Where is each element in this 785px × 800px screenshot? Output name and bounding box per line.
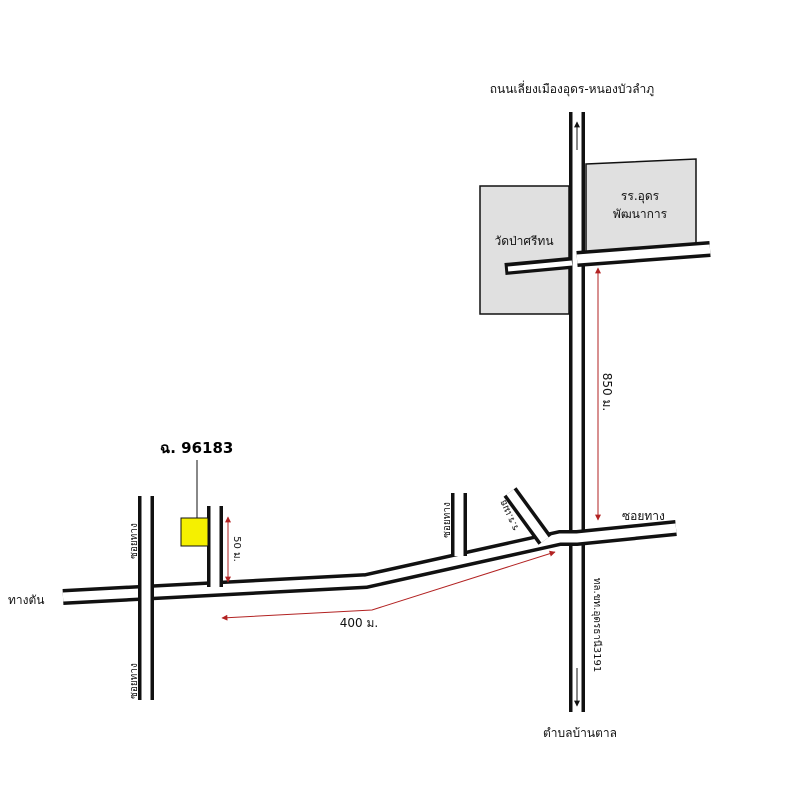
soi-left-top-label: ซอยทาง [129, 523, 140, 559]
dim-400-label: 400 ม. [340, 616, 378, 630]
bottom-road-label: ตำบลบ้านตาล [543, 726, 617, 740]
temple-label: วัดป่าศรีทน [494, 234, 553, 248]
school-label-line1: รร.อุดร [621, 189, 660, 204]
plot-id-label: ฉ. 96183 [160, 439, 233, 457]
temple-building [479, 185, 570, 315]
dim-850-label: 850 ม. [600, 373, 614, 411]
school-building [585, 158, 697, 254]
soi-mid-label: ซอยทาง [442, 502, 453, 538]
top-road-label: ถนนเลี่ยงเมืองอุดร-หนองบัวลำภู [490, 80, 654, 97]
temple-entrance-road [504, 257, 573, 275]
dim-50-label: 50 ม. [231, 536, 242, 562]
dead-end-label: ทางตัน [8, 593, 45, 607]
diag-soi-road [503, 487, 552, 545]
soi-left-bottom-label: ซอยทาง [129, 663, 140, 699]
plot-marker [180, 517, 209, 547]
school-label-line2: พัฒนาการ [613, 207, 668, 221]
soi-right-label: ซอยทาง [622, 509, 665, 523]
highway-label: ทล.ขท.อุดรธานี3191 [591, 578, 603, 672]
dim-400-line [221, 550, 556, 621]
school-road [576, 241, 711, 267]
